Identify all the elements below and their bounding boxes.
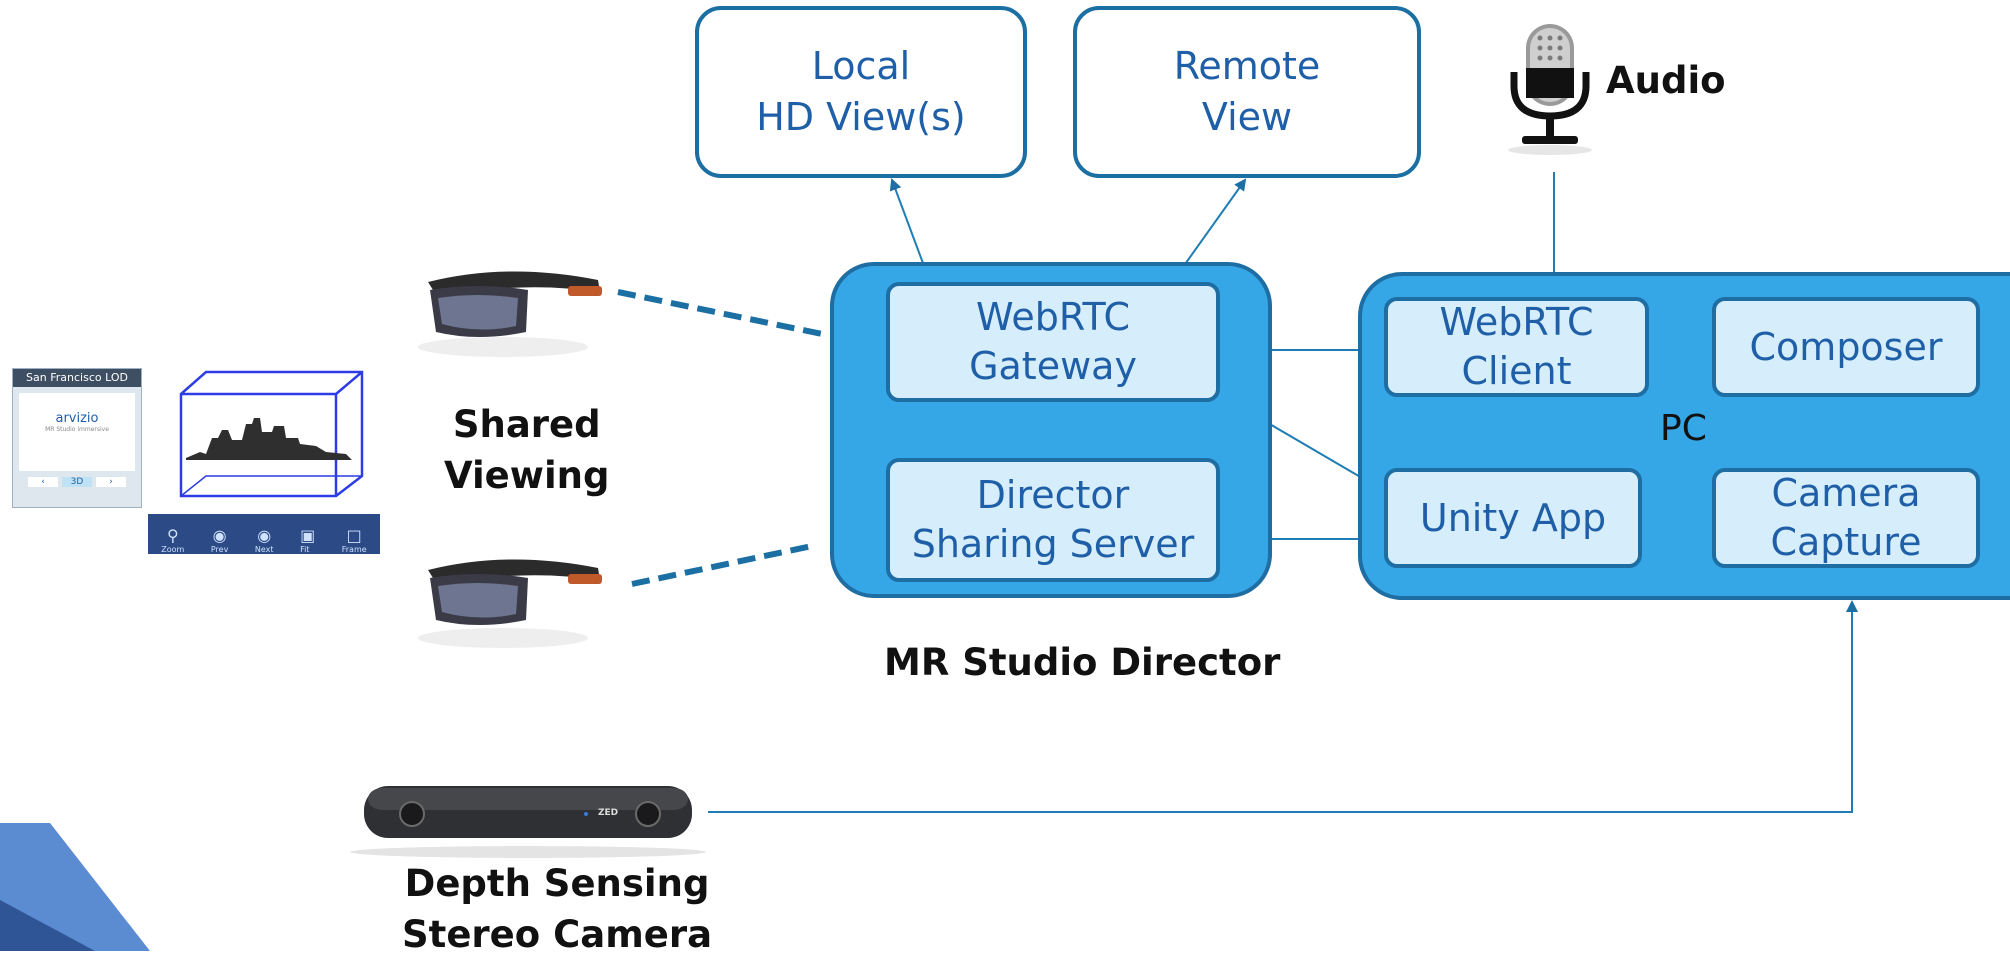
depth-line2: Stereo Camera: [402, 913, 713, 956]
depth-camera-label: Depth Sensing Stereo Camera: [402, 858, 712, 960]
shared-line1: Shared: [452, 403, 601, 446]
fit-icon: ▣: [300, 526, 316, 545]
frame-icon: □: [346, 526, 362, 545]
camera-to-capture-arrow: [708, 600, 1858, 813]
local-view-line2: HD View(s): [756, 95, 966, 139]
remote-view-line2: View: [1201, 95, 1293, 139]
depth-line1: Depth Sensing: [404, 862, 710, 905]
next-tool[interactable]: ◉Next: [255, 526, 274, 554]
remote-view-line1: Remote: [1173, 44, 1321, 88]
unity-app-text: Unity App: [1419, 495, 1607, 540]
client-line2: Client: [1461, 349, 1572, 393]
mode-3d-button[interactable]: 3D: [62, 477, 92, 487]
microphone-icon: [1508, 24, 1592, 155]
headset-top-dashed-link: [617, 289, 823, 337]
composer-box: Composer: [1712, 297, 1980, 397]
capture-line2: Capture: [1770, 520, 1922, 564]
headset-bottom-icon: [418, 559, 602, 648]
unity-app-box: Unity App: [1384, 468, 1642, 568]
fit-tool[interactable]: ▣Fit: [300, 526, 315, 554]
gateway-line2: Gateway: [969, 344, 1137, 388]
next-tool-label: Next: [254, 545, 274, 554]
city-model-icon: [179, 370, 364, 498]
server-line1: Director: [976, 473, 1130, 517]
webrtc-client-box: WebRTC Client: [1384, 297, 1649, 397]
audio-label: Audio: [1606, 59, 1726, 102]
zed-brand-text: ZED: [598, 808, 619, 818]
zoom-tool-label: Zoom: [161, 545, 185, 554]
zoom-tool[interactable]: ⚲Zoom: [161, 526, 184, 554]
next-mode-button[interactable]: ›: [96, 477, 126, 487]
fit-tool-label: Fit: [300, 545, 310, 554]
prev-icon: ◉: [212, 526, 227, 545]
corner-decoration: [0, 823, 150, 951]
capture-line1: Camera: [1771, 471, 1921, 515]
server-line2: Sharing Server: [911, 522, 1195, 566]
app-panel-card: San Francisco LOD arvizio MR Studio imme…: [12, 368, 142, 508]
director-label: MR Studio Director: [884, 641, 1281, 684]
viewer-toolbar: ⚲Zoom ◉Prev ◉Next ▣Fit □Frame: [148, 514, 380, 554]
zed-camera-icon: [350, 786, 706, 858]
shared-viewing-label: Shared Viewing: [444, 399, 609, 501]
prev-tool[interactable]: ◉Prev: [211, 526, 228, 554]
client-line1: WebRTC: [1439, 300, 1594, 344]
app-panel-title: San Francisco LOD: [13, 369, 141, 387]
webrtc-gateway-box: WebRTC Gateway: [886, 282, 1220, 402]
composer-text: Composer: [1749, 324, 1943, 369]
prev-tool-label: Prev: [210, 545, 229, 554]
next-icon: ◉: [257, 526, 272, 545]
local-hd-view-box: Local HD View(s): [695, 6, 1027, 178]
local-view-line1: Local: [811, 44, 911, 88]
app-panel-subtitle: MR Studio immersive: [45, 426, 109, 433]
gateway-to-remote-arrow: [1177, 178, 1247, 275]
headset-top-icon: [418, 271, 602, 357]
headset-bottom-dashed-link: [631, 543, 813, 587]
arvizio-logo: arvizio: [55, 411, 99, 426]
frame-tool[interactable]: □Frame: [342, 526, 367, 554]
gateway-line1: WebRTC: [975, 295, 1130, 339]
zoom-icon: ⚲: [166, 526, 179, 545]
frame-tool-label: Frame: [341, 545, 367, 554]
prev-mode-button[interactable]: ‹: [28, 477, 58, 487]
viewing-line2: Viewing: [444, 454, 610, 497]
pc-label: PC: [1660, 408, 1707, 449]
